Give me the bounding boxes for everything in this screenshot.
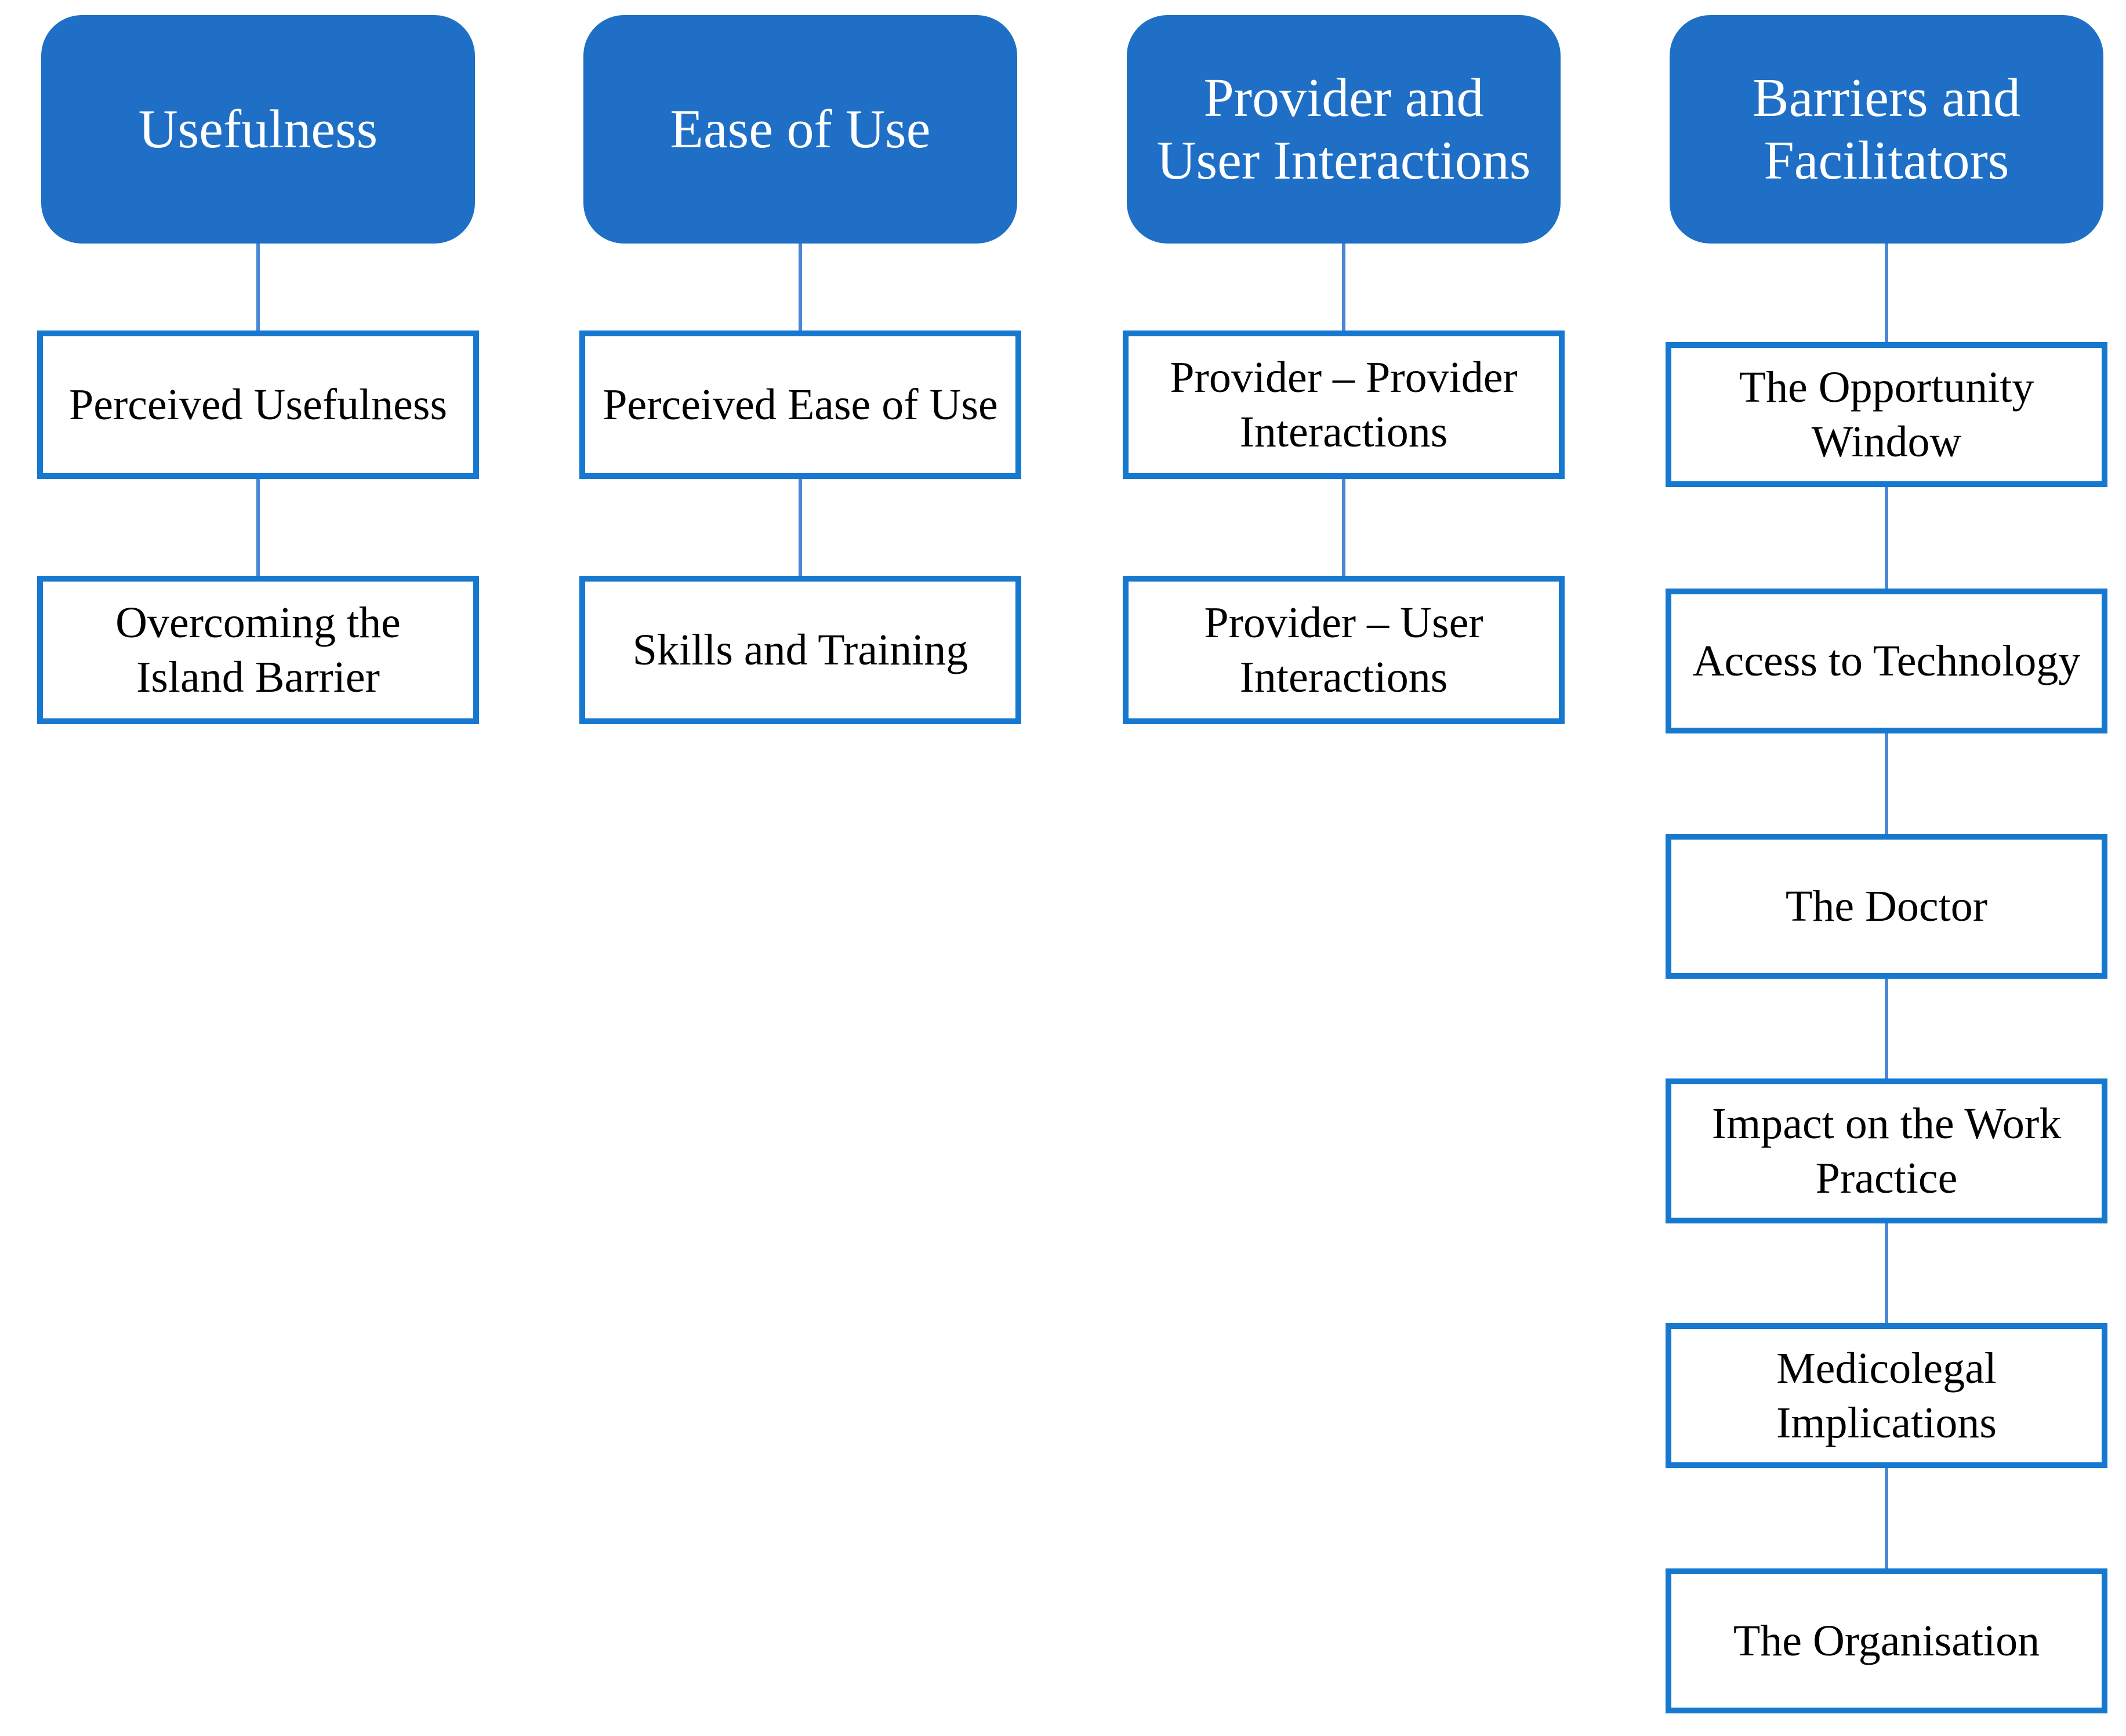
theme-header-label: Barriers and Facilitators (1753, 68, 2020, 191)
connector-line (1885, 244, 1888, 342)
connector-line (799, 244, 802, 331)
subtheme-label: Impact on the Work Practice (1711, 1099, 2062, 1203)
connector-line (1342, 244, 1345, 331)
subtheme-label: The Opportunity Window (1739, 363, 2034, 466)
subtheme-label: The Doctor (1785, 882, 1988, 931)
subtheme-box-overcoming-the-island-barrier: Overcoming the Island Barrier (37, 576, 479, 724)
subtheme-box-skills-and-training: Skills and Training (579, 576, 1021, 724)
connector-line (1885, 979, 1888, 1078)
connector-line (1885, 733, 1888, 834)
subtheme-label: Provider – Provider Interactions (1170, 353, 1518, 456)
theme-header-label: Ease of Use (670, 99, 931, 159)
theme-header-barriers-and-facilitators: Barriers and Facilitators (1670, 15, 2103, 244)
connector-line (256, 479, 260, 576)
subtheme-box-perceived-usefulness: Perceived Usefulness (37, 331, 479, 479)
subtheme-box-perceived-ease-of-use: Perceived Ease of Use (579, 331, 1021, 479)
theme-header-ease-of-use: Ease of Use (583, 15, 1017, 244)
subtheme-label: Perceived Ease of Use (603, 380, 998, 429)
subtheme-box-provider-provider-interactions: Provider – Provider Interactions (1123, 331, 1565, 479)
theme-header-label: Provider and User Interactions (1156, 68, 1531, 191)
subtheme-box-access-to-technology: Access to Technology (1666, 589, 2107, 733)
connector-line (1885, 1468, 1888, 1568)
theme-header-provider-and-user-interactions: Provider and User Interactions (1127, 15, 1561, 244)
subtheme-label: Skills and Training (632, 626, 968, 674)
connector-line (1885, 1223, 1888, 1323)
subtheme-box-the-opportunity-window: The Opportunity Window (1666, 342, 2107, 487)
subtheme-box-provider-user-interactions: Provider – User Interactions (1123, 576, 1565, 724)
subtheme-label: Provider – User Interactions (1204, 598, 1483, 702)
theme-header-usefulness: Usefulness (41, 15, 475, 244)
subtheme-label: The Organisation (1733, 1617, 2040, 1665)
connector-line (1885, 487, 1888, 589)
subtheme-box-medicolegal-implications: Medicolegal Implications (1666, 1323, 2107, 1468)
connector-line (256, 244, 260, 331)
subtheme-box-impact-on-the-work-practice: Impact on the Work Practice (1666, 1078, 2107, 1223)
subtheme-box-the-doctor: The Doctor (1666, 834, 2107, 979)
connector-line (799, 479, 802, 576)
theme-header-label: Usefulness (138, 99, 378, 159)
subtheme-label: Overcoming the Island Barrier (115, 598, 401, 702)
subtheme-box-the-organisation: The Organisation (1666, 1568, 2107, 1713)
subtheme-label: Perceived Usefulness (68, 380, 448, 429)
connector-line (1342, 479, 1345, 576)
subtheme-label: Access to Technology (1692, 637, 2081, 685)
subtheme-label: Medicolegal Implications (1776, 1344, 1997, 1447)
